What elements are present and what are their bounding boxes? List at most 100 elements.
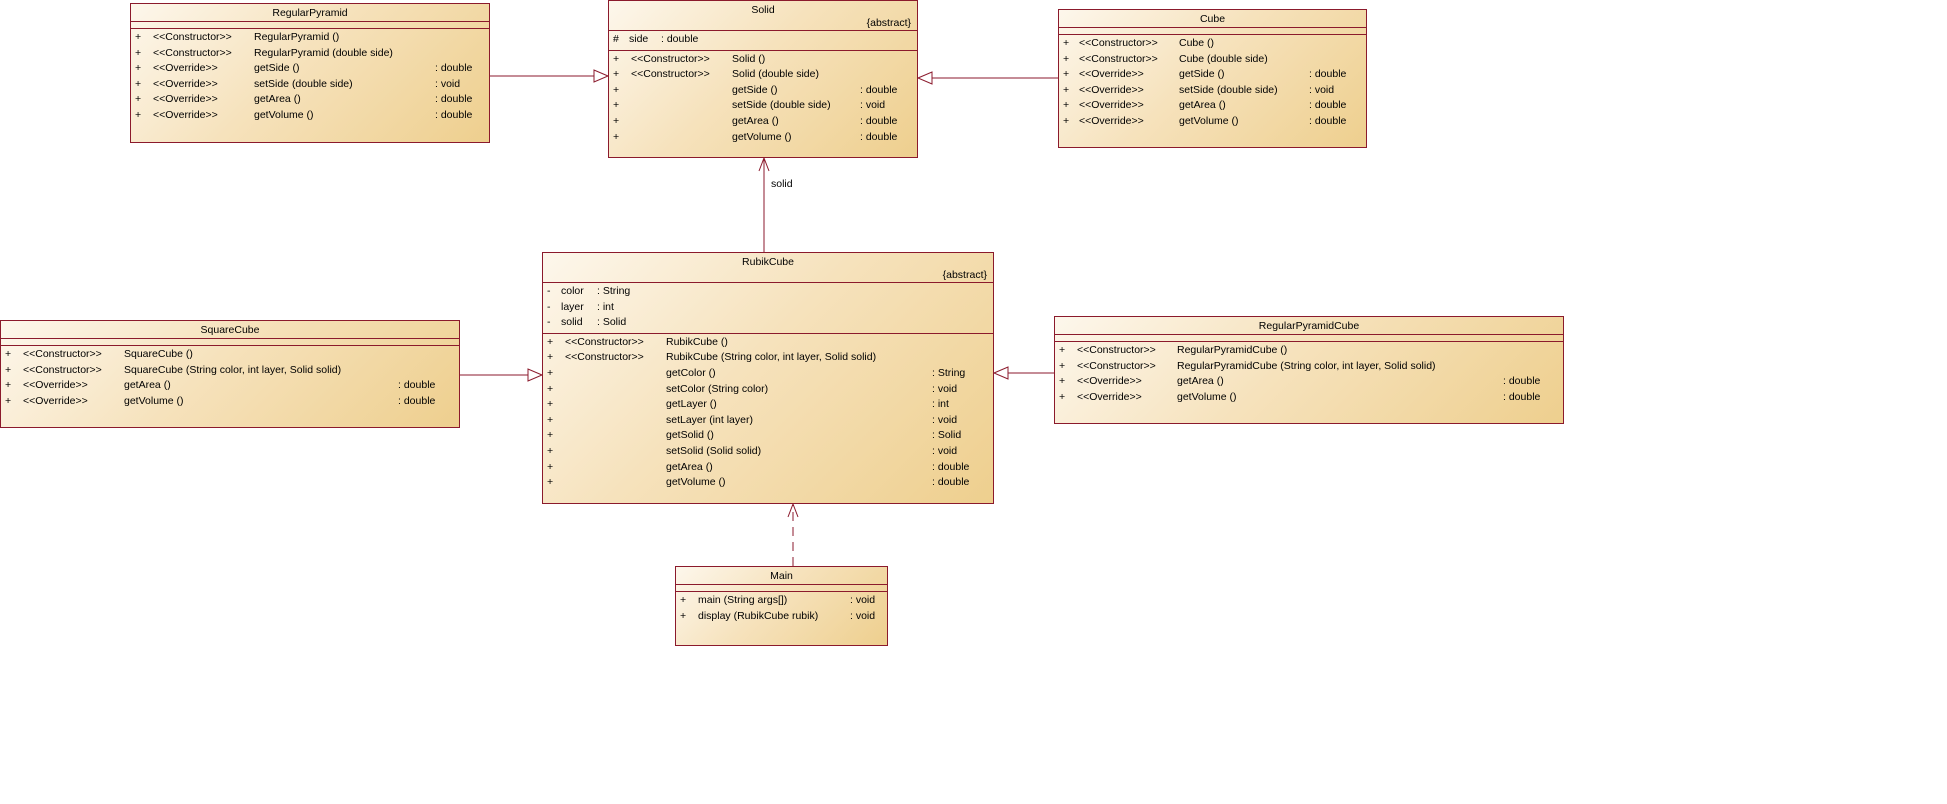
operation-row: +<<Constructor>>RubikCube () [543,335,993,351]
operation-signature: getColor () [666,366,716,379]
operation-return-type: : void [932,413,958,426]
operation-signature: getArea () [666,460,713,473]
attribute-row: #side: double [609,32,917,48]
operation-visibility: + [547,382,554,395]
operation-row: +main (String args[]): void [676,593,887,609]
attributes-compartment [131,22,489,29]
operation-row: + setColor (String color) : void [543,382,993,398]
operation-visibility: + [5,348,12,360]
attribute-name: layer [561,300,584,313]
class-name: Cube [1199,13,1226,25]
operation-stereotype: <<Override>> [1079,83,1144,96]
operation-return-type: : double [435,93,473,106]
operation-stereotype: <<Override>> [1077,390,1142,403]
class-solid[interactable]: Solid{abstract}#side: double + <<Construct… [608,0,918,158]
operation-row: +<<Constructor>>RegularPyramid () [131,30,489,46]
class-header: RegularPyramidCube [1055,317,1563,335]
operation-row: +<<Override>>getVolume (): double [131,108,489,124]
operation-visibility: + [1063,52,1070,65]
class-header: Solid{abstract} [609,1,917,31]
operation-signature: Solid (double side) [732,68,819,81]
class-stereotype: {abstract} [866,17,911,29]
operation-stereotype: <<Override>> [1079,68,1144,81]
class-name: RegularPyramid [272,7,348,19]
operation-signature: Cube (double side) [1179,52,1268,65]
class-header: RubikCube{abstract} [543,253,993,283]
attribute-row: -solid : Solid [543,315,993,331]
operation-stereotype: <<Constructor>> [565,335,644,348]
attributes-compartment: #side: double [609,31,917,51]
attribute-type: : int [597,300,614,313]
class-main[interactable]: Main+main (String args[]): void+display … [675,566,888,646]
class-name: RubikCube [742,256,794,268]
operation-signature: SquareCube (String color, int layer, Sol… [124,363,342,376]
operation-signature: setColor (String color) [666,382,769,395]
class-cube[interactable]: Cube+<<Constructor>>Cube ()+<<Constructo… [1058,9,1367,148]
operation-signature: getArea () [124,379,171,392]
attributes-compartment [676,585,887,592]
operation-return-type: : String [932,366,966,379]
operation-return-type: : void [850,594,876,606]
operation-stereotype: <<Constructor>> [23,363,102,376]
operation-visibility: + [613,68,620,81]
operation-row: +setSolid (Solid solid): void [543,444,993,460]
class-square-cube[interactable]: SquareCube+<<Constructor>>SquareCube ()+… [0,320,460,428]
operations-compartment: +<<Constructor>>Solid ()+<<Constructor>>… [609,51,917,148]
operation-row: +<<Constructor>>SquareCube (String color… [1,363,459,379]
attribute-name: solid [561,316,583,329]
operation-visibility: + [547,413,554,426]
operation-return-type: : double [1309,114,1347,127]
operation-row: +getSide (): double [609,83,917,99]
class-regular-pyramid-cube[interactable]: RegularPyramidCube +<<Constructor>>Regula… [1054,316,1564,424]
operation-signature: setLayer (int layer) [666,413,753,426]
operations-compartment: + <<Constructor>> RubikCube () +<<Construct… [543,334,993,493]
operation-return-type: : double [860,114,898,127]
operation-signature: getLayer () [666,398,717,411]
operation-row: +<<Override>>getVolume (): double [1,394,459,410]
attributes-compartment [1,339,459,346]
operation-signature: getSide () [254,62,300,75]
attribute-type: : Solid [597,316,627,329]
operation-visibility: + [613,130,620,143]
operation-visibility: + [680,594,687,606]
operation-stereotype: <<Constructor>> [153,46,232,59]
operation-visibility: + [5,394,12,407]
class-regular-pyramid[interactable]: RegularPyramid +<<Constructor>>RegularPyr… [130,3,490,143]
operation-return-type: : double [435,108,473,121]
operation-row: +<<Override>>setSide (double side): void [131,77,489,93]
operation-return-type: : double [1503,375,1541,388]
attribute-visibility: - [547,316,551,329]
operation-stereotype: <<Override>> [23,379,88,392]
operation-row: +<<Constructor>>RubikCube (String color,… [543,350,993,366]
operation-visibility: + [613,83,620,96]
attribute-name: color [561,285,584,297]
operation-return-type: : double [860,130,898,143]
operation-signature: RubikCube (String color, int layer, Soli… [666,351,877,364]
operation-stereotype: <<Constructor>> [631,68,710,81]
attribute-visibility: - [547,285,551,297]
operation-return-type: : double [860,83,898,96]
operation-signature: getArea () [1179,99,1226,112]
operation-row: +<<Constructor>>SquareCube () [1,347,459,363]
operation-row: +<<Constructor>>RegularPyramidCube (Stri… [1055,359,1563,375]
operation-return-type: : double [1503,390,1541,403]
operation-row: +<<Override>>getArea (): double [1059,98,1366,114]
dependency-arrowhead [787,502,799,518]
class-header: Cube [1059,10,1366,28]
operation-visibility: + [613,52,620,65]
operation-return-type: : double [932,460,970,473]
operation-return-type: : void [1309,83,1335,96]
operation-row: +display (RubikCube rubik): void [676,609,887,625]
class-rubik-cube[interactable]: RubikCube{abstract}-color: String-layer:… [542,252,994,504]
operation-visibility: + [135,108,142,121]
operation-signature: getArea () [732,114,779,127]
operation-return-type: : void [932,382,958,395]
operation-visibility: + [547,460,554,473]
operation-row: +<<Constructor>>RegularPyramidCube () [1055,343,1563,359]
operation-signature: Cube () [1179,37,1215,49]
operation-signature: RubikCube () [666,335,728,348]
operation-return-type: : void [850,609,876,622]
operation-return-type: : void [932,444,958,457]
operation-row: +<<Override>>getArea (): double [1,378,459,394]
operation-return-type: : double [1309,99,1347,112]
